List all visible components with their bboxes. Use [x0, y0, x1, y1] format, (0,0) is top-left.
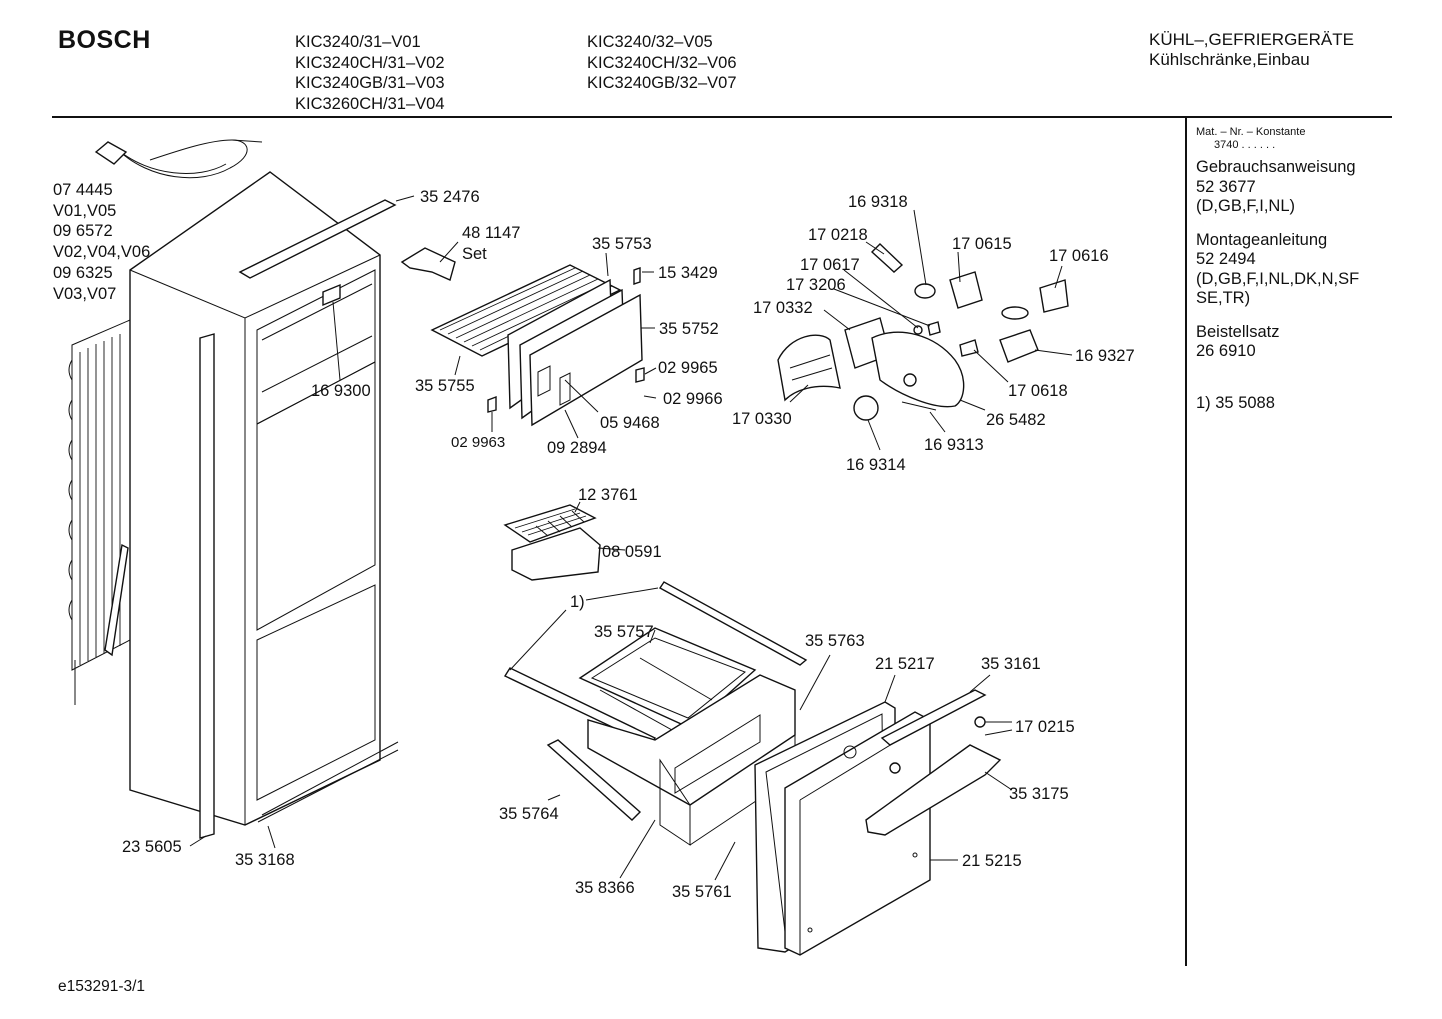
callout-label: 15 3429 [658, 264, 718, 282]
door-trim-icon [880, 689, 987, 746]
callout-label: 17 0616 [1049, 247, 1109, 265]
freezer-flap-icon [430, 264, 645, 427]
callout-label: 35 2476 [420, 188, 480, 206]
brand-logo: BOSCH [58, 26, 151, 54]
callout-label: V01,V05 [53, 202, 116, 220]
callout-label: 17 0332 [753, 299, 813, 317]
callout-label: 35 5752 [659, 320, 719, 338]
callout-label: 35 8366 [575, 879, 635, 897]
condenser-grid-icon [68, 319, 131, 705]
model-item: KIC3240CH/32–V06 [587, 53, 737, 72]
callout-label: 17 0218 [808, 226, 868, 244]
callout-label: 16 9318 [848, 193, 908, 211]
mounting-manual-title: Montageanleitung [1196, 230, 1328, 249]
callout-label: 12 3761 [578, 486, 638, 504]
callout-label: 48 1147 [462, 224, 520, 242]
callout-label: 23 5605 [122, 838, 182, 856]
callout-label: 17 3206 [786, 276, 846, 294]
mounting-manual-number: 52 2494 [1196, 250, 1256, 268]
right-rail-icon [658, 581, 808, 666]
callout-label: 16 9327 [1075, 347, 1135, 365]
model-list-primary: KIC3240/31–V01 KIC3240CH/31–V02 KIC3240G… [295, 32, 445, 114]
callout-label: 09 2894 [547, 439, 607, 457]
callout-label: 21 5215 [962, 852, 1022, 870]
callout-label: 02 9963 [451, 434, 505, 451]
callout-label: 17 0615 [952, 235, 1012, 253]
fridge-cabinet-icon [129, 171, 399, 839]
callout-labels: 07 4445 V01,V05 09 6572 V02,V04,V06 09 6… [53, 181, 1135, 901]
model-item: KIC3260CH/31–V04 [295, 94, 445, 113]
callout-label: 09 6325 [53, 264, 113, 282]
model-item: KIC3240/32–V05 [587, 33, 713, 51]
model-item: KIC3240CH/31–V02 [295, 53, 445, 72]
callout-label: 35 5753 [592, 235, 652, 253]
model-list-secondary: KIC3240/32–V05 KIC3240CH/32–V06 KIC3240G… [587, 32, 737, 94]
left-rail-icon [503, 667, 657, 746]
callout-label: 05 9468 [600, 414, 660, 432]
top-rail-icon [238, 199, 397, 279]
callout-label: 16 9314 [846, 456, 906, 474]
callout-label: 26 5482 [986, 411, 1046, 429]
user-manual-title: Gebrauchsanweisung [1196, 158, 1356, 176]
hinge-rail-icon [865, 744, 1002, 836]
screw-icon [889, 716, 986, 774]
drawing-id: e153291-3/1 [58, 978, 146, 995]
callout-label: 02 9966 [663, 390, 723, 408]
material-number-title: Mat. – Nr. – Konstante [1196, 126, 1306, 138]
callout-label: 07 4445 [53, 181, 113, 199]
callout-label: 02 9965 [658, 359, 718, 377]
callout-label: 35 3161 [981, 655, 1041, 673]
callout-label: Set [462, 245, 487, 263]
model-item: KIC3240GB/31–V03 [295, 74, 445, 92]
info-sidebar: Mat. – Nr. – Konstante 3740 . . . . . . … [1196, 125, 1359, 413]
mounting-manual-languages: (D,GB,F,I,NL,DK,N,SF [1196, 269, 1360, 288]
footnote: 1) 35 5088 [1196, 393, 1275, 412]
accessory-kit-title: Beistellsatz [1196, 322, 1280, 341]
callout-label: 08 0591 [602, 543, 662, 561]
ice-tray-icon [503, 504, 601, 581]
callout-label: 17 0618 [1008, 382, 1068, 400]
freezer-drawer-icon [578, 627, 761, 741]
category-subtitle: Kühlschränke,Einbau [1149, 50, 1310, 69]
callout-label: 35 5757 [594, 623, 654, 641]
callout-label: V02,V04,V06 [53, 243, 150, 261]
bracket-icon [400, 247, 456, 281]
callout-label: 35 5761 [672, 883, 732, 901]
model-item: KIC3240GB/32–V07 [587, 74, 737, 92]
power-cord-icon [94, 139, 263, 179]
callout-label: 35 3168 [235, 851, 295, 869]
callout-label: 1) [570, 593, 585, 611]
accessory-kit-number: 26 6910 [1196, 342, 1256, 360]
callout-label: 17 0330 [732, 410, 792, 428]
mounting-manual-languages-cont: SE,TR) [1196, 289, 1251, 307]
freezer-compartment-icon [546, 674, 796, 846]
material-number-value: 3740 . . . . . . [1214, 139, 1276, 151]
callout-label: 35 5764 [499, 805, 559, 823]
callout-label: 21 5217 [875, 655, 935, 673]
callout-label: 35 3175 [1009, 785, 1069, 803]
callout-label: 17 0617 [800, 256, 860, 274]
callout-label: 35 5755 [415, 377, 475, 395]
user-manual-number: 52 3677 [1196, 177, 1256, 196]
thermostat-light-assembly-icon [777, 243, 1069, 421]
callout-label: 35 5763 [805, 632, 865, 650]
category-title: KÜHL–,GEFRIERGERÄTE [1149, 30, 1354, 49]
callout-label: 16 9313 [924, 436, 984, 454]
user-manual-languages: (D,GB,F,I,NL) [1196, 197, 1296, 215]
callout-label: 09 6572 [53, 222, 113, 240]
product-category: KÜHL–,GEFRIERGERÄTE Kühlschränke,Einbau [1149, 30, 1354, 70]
model-item: KIC3240/31–V01 [295, 33, 421, 51]
callout-label: V03,V07 [53, 285, 116, 303]
callout-label: 17 0215 [1015, 718, 1075, 736]
callout-label: 16 9300 [311, 382, 371, 400]
leader-lines [189, 195, 1073, 881]
